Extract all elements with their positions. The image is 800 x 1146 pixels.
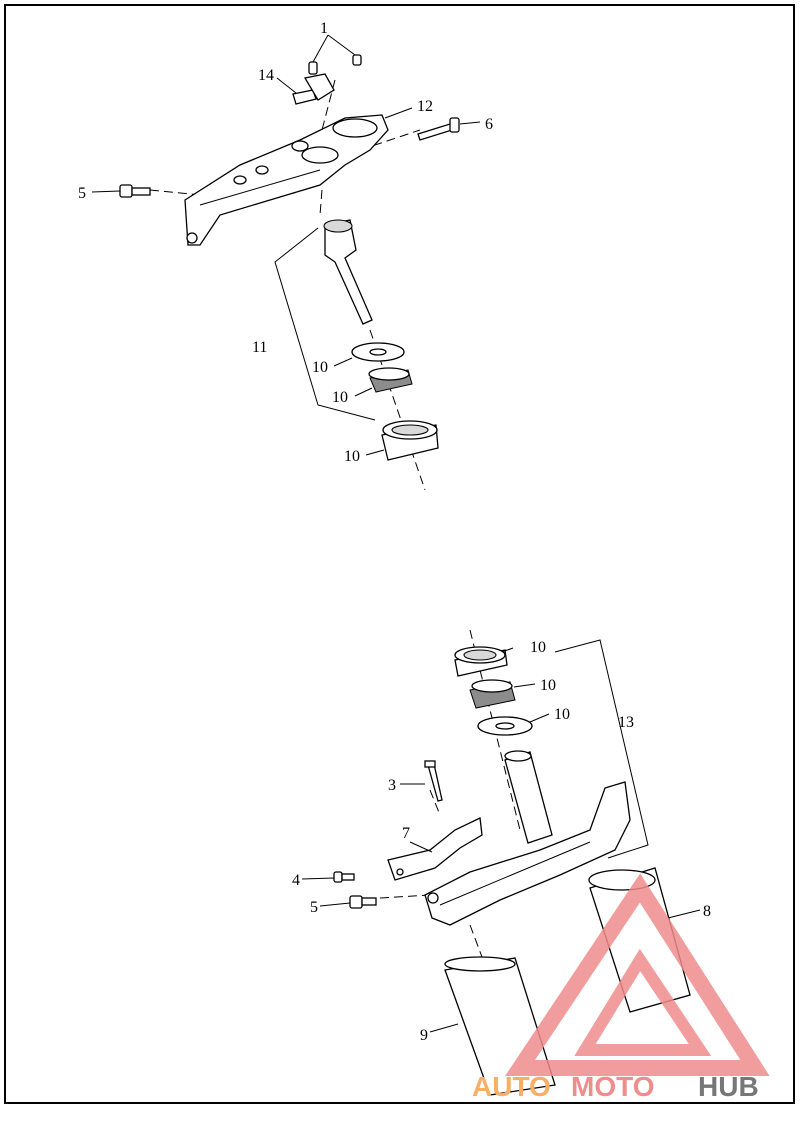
axis-line [149, 189, 201, 196]
callout-5-lower: 5 [310, 899, 318, 916]
watermark-moto: MOTO [571, 1071, 654, 1102]
lower-fork-bracket-13 [424, 750, 631, 926]
group-bracket-11 [274, 227, 376, 421]
callout-13: 13 [618, 714, 634, 731]
washer-upper-10 [351, 342, 405, 362]
clamp-part-14 [292, 73, 335, 105]
axis-line [319, 189, 323, 216]
leader-line [459, 121, 481, 125]
bearing-upper-10 [368, 367, 413, 393]
bolt-part-6 [417, 117, 460, 141]
leader-line [384, 107, 413, 119]
pin-part-3 [424, 760, 443, 802]
race-upper-10 [381, 420, 439, 461]
leader-line [429, 1023, 459, 1033]
callout-4: 4 [292, 872, 300, 889]
leader-line [409, 841, 433, 853]
group-bracket-13 [554, 639, 649, 859]
callout-9: 9 [420, 1027, 428, 1044]
callout-8: 8 [703, 903, 711, 920]
leader-line [312, 34, 329, 63]
axis-line [379, 894, 431, 899]
leader-line [667, 909, 701, 919]
callout-10-washer-upper: 10 [312, 359, 328, 376]
callout-10-bearing-lower: 10 [540, 677, 556, 694]
washer-lower-10 [477, 716, 533, 736]
watermark-hub: HUB [698, 1071, 759, 1102]
screw-part-1 [308, 54, 362, 75]
upper-fork-bracket-12 [184, 114, 389, 246]
callout-7: 7 [402, 825, 410, 842]
watermark-text: AUTO MOTO HUB [472, 1071, 759, 1102]
leader-line [276, 77, 297, 94]
bolt-part-5-upper [119, 184, 151, 198]
leader-line [91, 190, 121, 193]
callout-3: 3 [388, 777, 396, 794]
bearing-lower-10 [469, 679, 516, 709]
callout-10-washer-lower: 10 [554, 706, 570, 723]
screw-part-4 [333, 871, 355, 883]
callout-11: 11 [252, 339, 267, 356]
callout-12: 12 [417, 98, 433, 115]
leader-line [333, 357, 353, 367]
callout-10-race-lower: 10 [530, 639, 546, 656]
watermark-logo [505, 873, 770, 1076]
leader-line [354, 387, 373, 397]
leader-line [513, 683, 536, 688]
leader-line [301, 877, 335, 880]
leader-line [327, 34, 356, 56]
leader-line [365, 449, 385, 456]
leader-line [319, 902, 351, 907]
callout-5-upper: 5 [78, 185, 86, 202]
callout-10-race-upper: 10 [344, 448, 360, 465]
race-lower-10 [454, 646, 508, 677]
steering-stem-11 [323, 219, 373, 325]
bracket-plate-7 [387, 817, 483, 881]
watermark-auto: AUTO [472, 1071, 551, 1102]
leader-line [529, 713, 550, 723]
callout-1: 1 [320, 20, 328, 37]
callout-14: 14 [258, 67, 274, 84]
leader-line [501, 647, 514, 653]
axis-line [359, 129, 421, 151]
callout-10-bearing-upper: 10 [332, 389, 348, 406]
bolt-part-5-lower [349, 895, 377, 909]
axis-line [429, 789, 441, 816]
callout-6: 6 [485, 116, 493, 133]
